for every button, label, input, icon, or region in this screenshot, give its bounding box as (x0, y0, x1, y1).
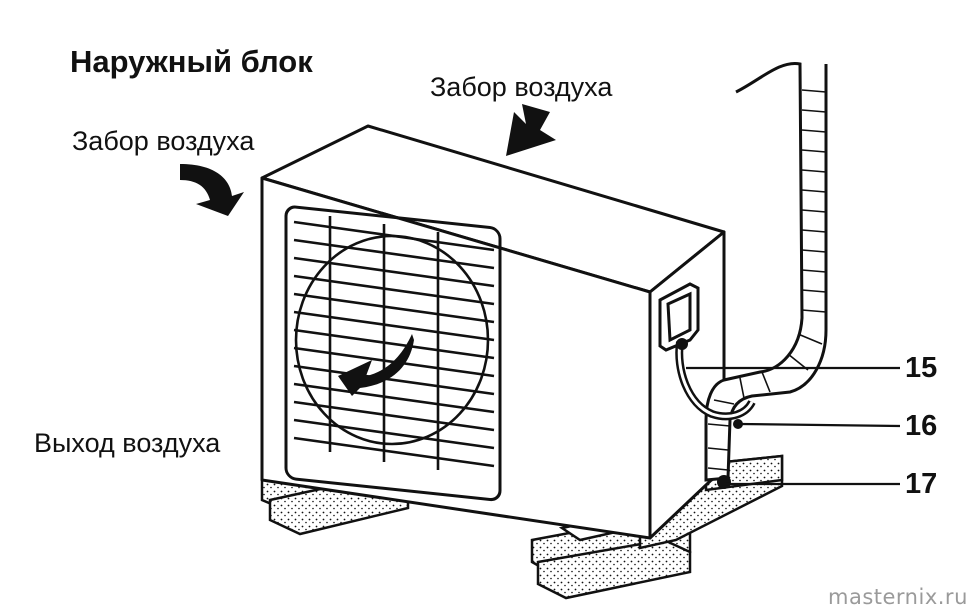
callout-leaders (686, 366, 901, 486)
watermark: masternix.ru (828, 585, 968, 609)
callout-15: 15 (905, 352, 938, 384)
drain-fitting (676, 338, 688, 350)
air-intake-arrow-top (506, 104, 556, 156)
drain-hose-point (733, 419, 743, 429)
leader-16 (739, 422, 901, 428)
duct-ribs (707, 89, 827, 471)
pipe-duct (704, 62, 828, 482)
callout-16: 16 (905, 410, 938, 442)
air-intake-arrow-side (180, 164, 244, 216)
fan-circle (294, 234, 490, 446)
service-valve-cover (658, 282, 700, 352)
callout-17: 17 (905, 468, 938, 500)
label-air-outlet: Выход воздуха (34, 428, 221, 458)
label-air-intake-side: Забор воздуха (72, 126, 255, 156)
air-outlet-arrow (338, 334, 414, 396)
pipe-entry-point (717, 475, 731, 489)
diagram-title: Наружный блок (70, 44, 313, 79)
fan-grille (284, 205, 502, 502)
label-air-intake-top: Забор воздуха (430, 72, 613, 102)
